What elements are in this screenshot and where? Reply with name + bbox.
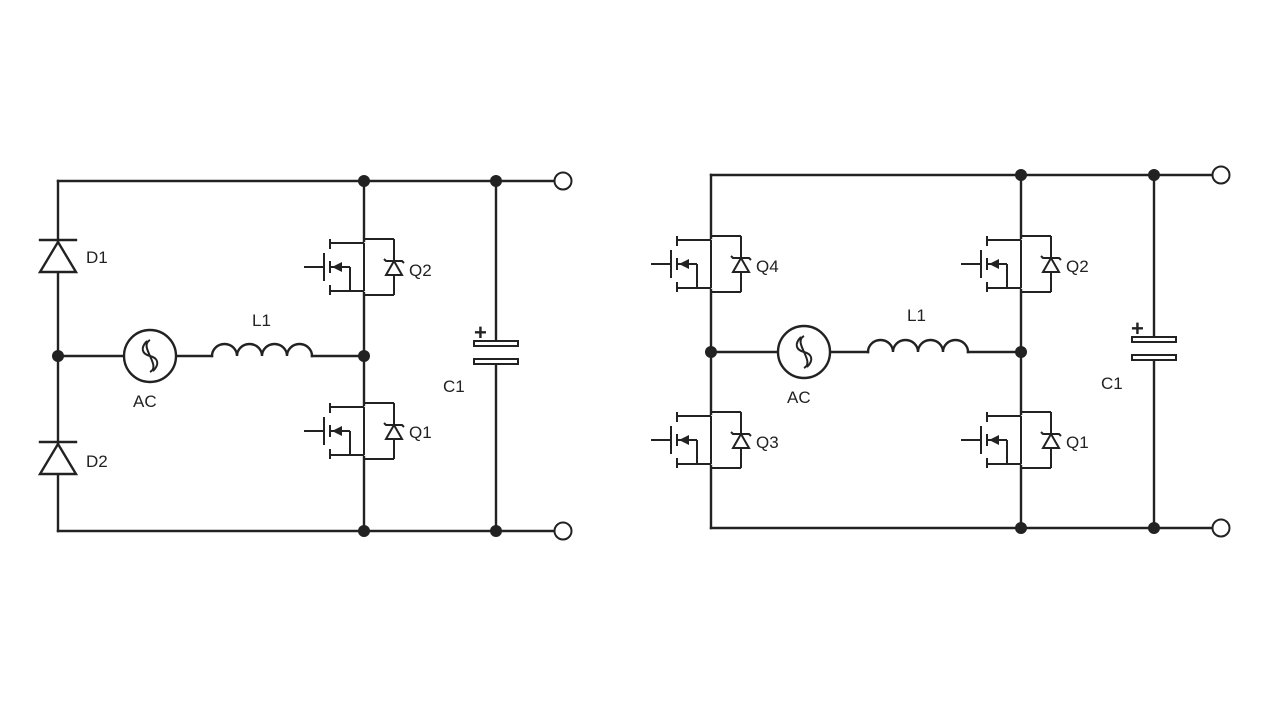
diode-d1	[38, 238, 78, 274]
label-d2: D2	[86, 452, 108, 471]
label-c1: C1	[443, 377, 465, 396]
label-q4: Q4	[756, 257, 779, 276]
diode-d2	[38, 440, 78, 476]
label-l1: L1	[907, 306, 926, 325]
mosfet-q3	[650, 411, 752, 469]
ac-source-icon	[122, 328, 178, 384]
left-circuit: D1 D2 AC L1 Q2 Q1 C1 +	[38, 171, 573, 541]
junction-dot	[490, 525, 502, 537]
label-ac: AC	[133, 392, 157, 411]
output-terminal-negative	[553, 521, 573, 541]
output-terminal-positive	[553, 171, 573, 191]
inductor-l1	[210, 342, 314, 358]
junction-dot	[1148, 522, 1160, 534]
right-circuit: Q4 Q3 Q2 Q1 AC L1 C1 +	[650, 165, 1231, 538]
mosfet-q1	[960, 411, 1062, 469]
label-q3: Q3	[756, 433, 779, 452]
mosfet-q2	[960, 235, 1062, 293]
junction-dot	[1015, 522, 1027, 534]
capacitor-plus-sign: +	[1131, 316, 1144, 341]
mosfet-q1	[303, 402, 405, 460]
capacitor-plus-sign: +	[474, 320, 487, 345]
junction-dot	[358, 350, 370, 362]
junction-dot	[1015, 169, 1027, 181]
junction-dot	[1015, 346, 1027, 358]
junction-dot	[358, 175, 370, 187]
label-q2: Q2	[409, 261, 432, 280]
label-q1: Q1	[409, 423, 432, 442]
label-ac: AC	[787, 388, 811, 407]
mosfet-q4	[650, 235, 752, 293]
label-c1: C1	[1101, 374, 1123, 393]
output-terminal-negative	[1211, 518, 1231, 538]
output-terminal-positive	[1211, 165, 1231, 185]
junction-dot	[705, 346, 717, 358]
junction-dot	[358, 525, 370, 537]
label-d1: D1	[86, 248, 108, 267]
label-q1: Q1	[1066, 433, 1089, 452]
junction-dot	[1148, 169, 1160, 181]
label-q2: Q2	[1066, 257, 1089, 276]
label-l1: L1	[252, 311, 271, 330]
junction-dot	[490, 175, 502, 187]
ac-source-icon	[776, 324, 832, 380]
inductor-l1	[866, 338, 970, 354]
mosfet-q2	[303, 238, 405, 296]
junction-dot	[52, 350, 64, 362]
